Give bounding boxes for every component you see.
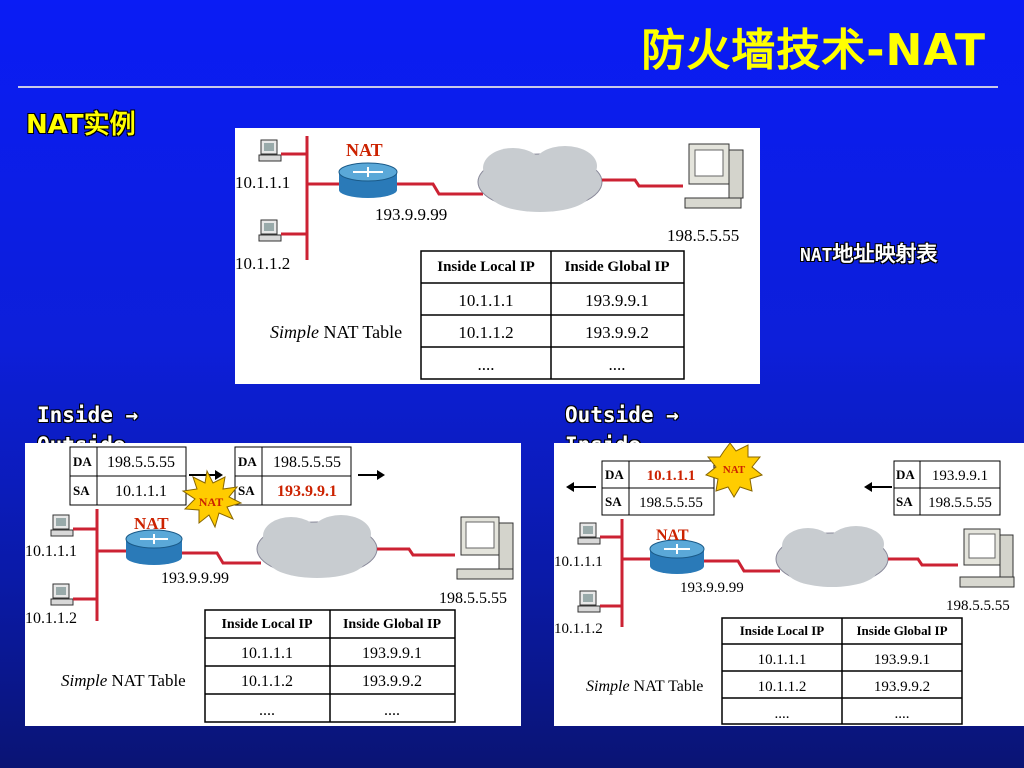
nat-router-label: NAT (134, 514, 169, 533)
table-caption: Simple NAT Table (586, 678, 703, 695)
table-header-local: Inside Local IP (740, 623, 825, 638)
table-cell: 193.9.9.1 (362, 645, 422, 662)
server-pc-icon (456, 516, 514, 580)
packet-before-nat: DA SA 193.9.9.1 198.5.5.55 (893, 460, 1001, 516)
svg-text:DA: DA (238, 454, 257, 469)
internet-cloud-icon (775, 526, 889, 587)
nat-router-label: NAT (656, 527, 689, 544)
svg-text:DA: DA (605, 467, 624, 482)
table-cell: .... (259, 702, 275, 719)
svg-text:198.5.5.55: 198.5.5.55 (928, 495, 992, 511)
nat-example-panel: 10.1.1.1 10.1.1.2 NAT 193.9.9.99 198.5.5… (235, 128, 760, 384)
svg-text:NAT: NAT (199, 495, 223, 509)
svg-text:10.1.1.1: 10.1.1.1 (115, 483, 167, 500)
table-caption: Simple NAT Table (270, 322, 402, 342)
host-pc-2-icon (577, 590, 601, 613)
nat-table: Inside Local IP Inside Global IP 10.1.1.… (721, 617, 963, 725)
host1-ip-label: 10.1.1.1 (554, 554, 603, 570)
packet-after-nat: DA SA 198.5.5.55 193.9.9.1 (234, 446, 352, 506)
table-cell: 193.9.9.2 (585, 323, 649, 342)
table-cell: .... (895, 706, 910, 722)
svg-text:SA: SA (605, 494, 622, 509)
nat-table: Inside Local IP Inside Global IP 10.1.1.… (420, 250, 685, 380)
nat-router-label: NAT (346, 140, 383, 160)
svg-text:193.9.9.1: 193.9.9.1 (277, 483, 337, 500)
nat-star-icon: NAT (181, 469, 243, 529)
nat-table: Inside Local IP Inside Global IP 10.1.1.… (204, 609, 456, 723)
nat-map-label-suffix: 地址映射表 (832, 242, 938, 266)
table-cell: .... (384, 702, 400, 719)
table-header-local: Inside Local IP (437, 259, 535, 275)
packet-after-nat: DA SA 10.1.1.1 198.5.5.55 (601, 460, 715, 516)
table-caption: Simple NAT Table (61, 671, 186, 690)
table-cell: 10.1.1.2 (458, 323, 513, 342)
internet-cloud-icon (477, 146, 603, 212)
slide-title: 防火墙技术-NAT (641, 25, 986, 76)
server-pc-icon (959, 528, 1015, 588)
table-header-global: Inside Global IP (856, 623, 947, 638)
svg-text:193.9.9.1: 193.9.9.1 (932, 468, 988, 484)
table-header-global: Inside Global IP (564, 259, 669, 275)
arrow-right-icon (215, 470, 223, 480)
table-cell: 10.1.1.1 (758, 652, 807, 668)
host2-ip-label: 10.1.1.2 (235, 254, 290, 273)
table-cell: 193.9.9.1 (874, 652, 930, 668)
router-ip-label: 193.9.9.99 (375, 205, 447, 224)
server-pc-icon (684, 143, 744, 209)
slide-subtitle: NAT实例 (26, 110, 136, 140)
arrow-left-icon (566, 482, 574, 492)
svg-text:10.1.1.1: 10.1.1.1 (647, 468, 696, 484)
arrow-left-icon (864, 482, 872, 492)
svg-text:SA: SA (896, 494, 913, 509)
host-pc-2-icon (50, 583, 74, 606)
host2-ip-label: 10.1.1.2 (25, 610, 77, 627)
outside-to-inside-panel: DA SA 10.1.1.1 198.5.5.55 NAT DA SA 193.… (554, 443, 1024, 726)
svg-text:198.5.5.55: 198.5.5.55 (639, 495, 703, 511)
host-pc-1-icon (50, 514, 74, 537)
svg-text:DA: DA (73, 454, 92, 469)
table-cell: .... (609, 355, 626, 374)
svg-text:NAT: NAT (723, 464, 746, 476)
server-ip-label: 198.5.5.55 (667, 226, 739, 245)
server-ip-label: 198.5.5.55 (946, 598, 1010, 614)
table-cell: .... (478, 355, 495, 374)
nat-map-label-prefix: NAT (800, 245, 833, 266)
host1-ip-label: 10.1.1.1 (235, 173, 290, 192)
table-cell: 10.1.1.2 (241, 673, 293, 690)
arrow-right-icon (377, 470, 385, 480)
host1-ip-label: 10.1.1.1 (25, 543, 77, 560)
router-icon (125, 529, 183, 565)
table-cell: 10.1.1.2 (758, 679, 807, 695)
svg-text:198.5.5.55: 198.5.5.55 (273, 454, 341, 471)
router-icon (338, 162, 398, 198)
host-pc-2-icon (258, 219, 282, 242)
internet-cloud-icon (256, 515, 378, 578)
title-divider (18, 86, 998, 88)
nat-map-label: NAT地址映射表 (800, 238, 938, 268)
packet-before-nat: DA SA 198.5.5.55 10.1.1.1 (69, 446, 187, 506)
nat-star-icon: NAT (704, 443, 764, 498)
table-cell: 10.1.1.1 (241, 645, 293, 662)
table-header-local: Inside Local IP (221, 617, 312, 632)
table-cell: 193.9.9.2 (362, 673, 422, 690)
router-ip-label: 193.9.9.99 (680, 580, 744, 596)
host2-ip-label: 10.1.1.2 (554, 621, 603, 637)
svg-text:SA: SA (238, 483, 255, 498)
svg-text:SA: SA (73, 483, 90, 498)
svg-text:198.5.5.55: 198.5.5.55 (107, 454, 175, 471)
table-cell: .... (775, 706, 790, 722)
svg-text:DA: DA (896, 467, 915, 482)
host-pc-1-icon (258, 139, 282, 162)
table-header-global: Inside Global IP (343, 617, 441, 632)
server-ip-label: 198.5.5.55 (439, 590, 507, 607)
host-pc-1-icon (577, 522, 601, 545)
table-cell: 10.1.1.1 (458, 291, 513, 310)
router-ip-label: 193.9.9.99 (161, 570, 229, 587)
table-cell: 193.9.9.1 (585, 291, 649, 310)
table-cell: 193.9.9.2 (874, 679, 930, 695)
router-icon (649, 539, 705, 574)
inside-to-outside-panel: DA SA 198.5.5.55 10.1.1.1 DA SA 198.5.5.… (25, 443, 521, 726)
